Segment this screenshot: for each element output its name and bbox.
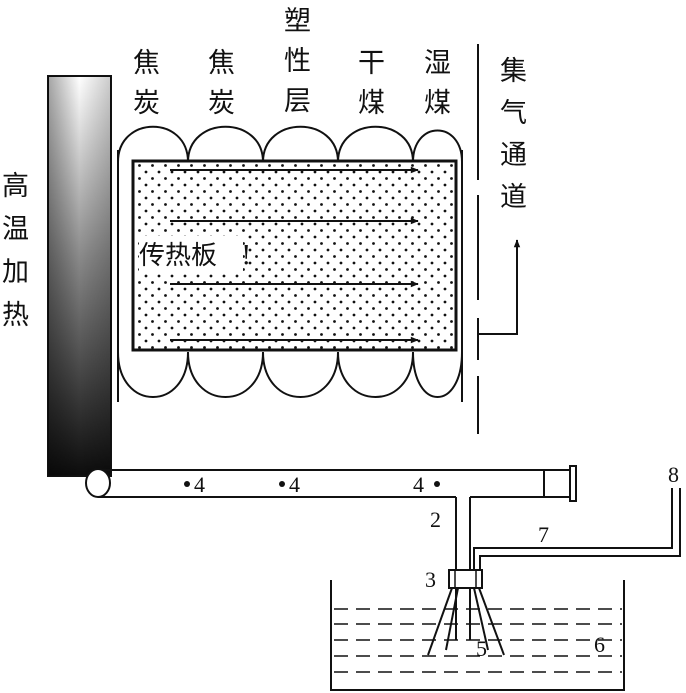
gas-exit-arrow (478, 239, 521, 335)
label-3: 3 (425, 567, 436, 592)
svg-text:通: 通 (500, 140, 527, 171)
gas-channel-label: 集 气 通 道 (500, 56, 527, 213)
measure-points (184, 481, 440, 487)
svg-text:层: 层 (284, 86, 311, 117)
svg-text:道: 道 (500, 182, 527, 213)
gas-flow-arrows (170, 166, 419, 344)
column-labels: 焦 炭 焦 炭 塑 性 层 干 煤 湿 煤 (133, 6, 451, 119)
svg-text:气: 气 (500, 98, 527, 129)
stopper (448, 569, 483, 589)
svg-text:炭: 炭 (208, 88, 235, 119)
column-label-dry-coal: 干 (358, 48, 385, 79)
horizontal-pipe (85, 465, 577, 502)
label-4c: 4 (413, 472, 424, 497)
svg-text:性: 性 (284, 46, 311, 77)
svg-text:高: 高 (2, 171, 29, 202)
svg-text:温: 温 (2, 214, 29, 245)
label-8: 8 (668, 462, 679, 487)
vertical-pipe (455, 497, 471, 640)
svg-text:煤: 煤 (358, 88, 385, 119)
tube-7 (473, 488, 673, 572)
column-label-plastic-layer: 塑 (284, 6, 311, 37)
beaker (330, 580, 625, 691)
svg-text:煤: 煤 (424, 88, 451, 119)
label-4b: 4 (289, 472, 300, 497)
column-label-coke-1: 焦 (133, 48, 160, 79)
svg-text:!: ! (241, 241, 251, 271)
tube-7-outer (479, 488, 681, 572)
heater-label: 高 温 加 热 (2, 171, 29, 331)
column-label-coke-2: 焦 (208, 48, 235, 79)
column-label-wet-coal: 湿 (424, 48, 451, 79)
svg-text:热: 热 (2, 300, 29, 331)
bottom-scallops (117, 351, 463, 398)
heat-transfer-plate-label: 传热板 ! (139, 236, 251, 272)
heater-column (47, 75, 112, 477)
label-6: 6 (594, 632, 605, 657)
label-5: 5 (476, 636, 487, 661)
label-7: 7 (538, 522, 549, 547)
svg-text:加: 加 (2, 257, 29, 288)
svg-text:炭: 炭 (133, 88, 160, 119)
svg-text:集: 集 (500, 56, 527, 87)
svg-text:传热板: 传热板 (139, 241, 217, 271)
label-2: 2 (430, 507, 441, 532)
funnel (427, 587, 505, 656)
top-scallops (117, 125, 463, 163)
label-4a: 4 (194, 472, 205, 497)
